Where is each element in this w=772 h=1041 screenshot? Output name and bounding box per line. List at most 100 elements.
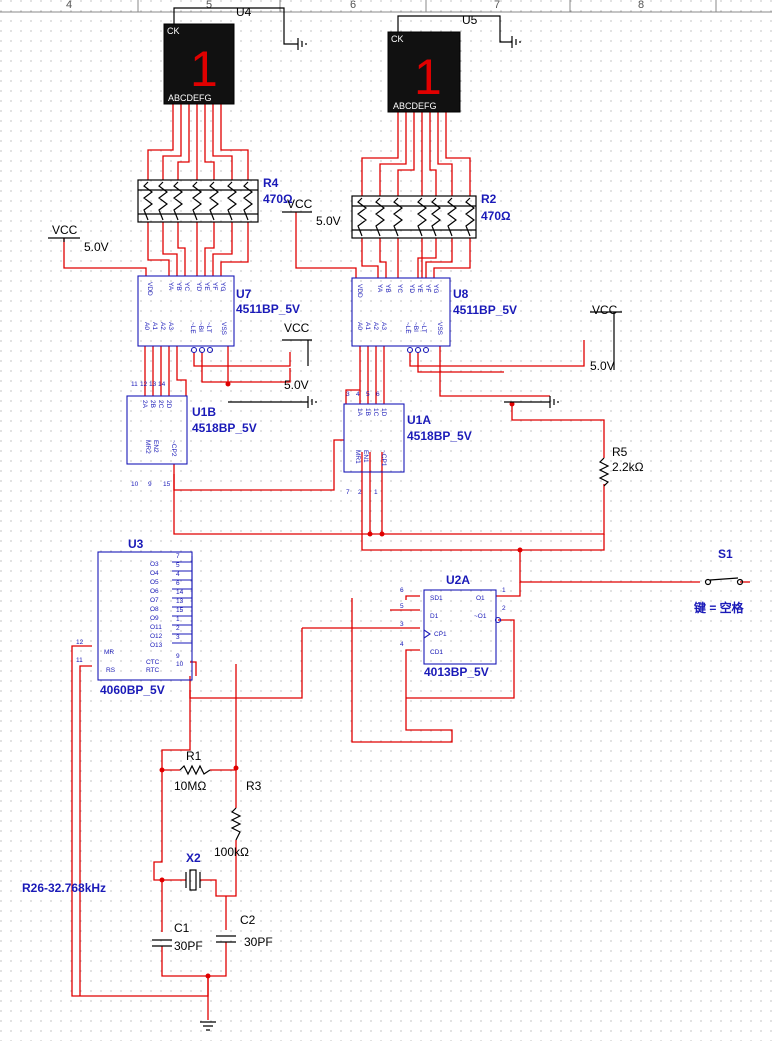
resistor-array-r4[interactable] <box>137 179 259 223</box>
resistor-r1[interactable] <box>179 764 211 776</box>
pin-label: 1D <box>380 408 387 417</box>
pin-number: 10 <box>131 481 139 488</box>
display-ref: U4 <box>236 5 252 19</box>
pin-number: 13 <box>149 381 157 388</box>
divider-ref: U3 <box>128 537 144 551</box>
pin-label: YB <box>384 284 391 293</box>
pin-label: O11 <box>150 624 162 631</box>
pin-label: ~LT <box>420 322 427 333</box>
divider-u3[interactable]: U3 O3 O4 O5 O6 O7 O8 O9 O11 O12 O13 7 5 … <box>76 537 193 681</box>
pin-label: ~LT <box>205 322 212 333</box>
pin-number: 7 <box>346 489 350 496</box>
capacitor-ref: C1 <box>174 921 190 935</box>
decoder-u7[interactable]: VDD YA YB YC YD YE YF YG A0 A1 A2 A3 ~LE… <box>137 275 235 354</box>
display-u4[interactable]: CK 1 ABCDEFG <box>163 23 235 105</box>
counter-u1b[interactable]: 11 12 13 14 2A 2B 2C 2D MR2 EN2 ~CP2 10 … <box>126 381 188 488</box>
capacitor-value: 30PF <box>244 935 273 949</box>
resistor-array-r2[interactable] <box>351 195 477 239</box>
pin-label: O7 <box>150 597 159 604</box>
resistor-value: 2.2kΩ <box>612 460 644 474</box>
display-pin-labels: ABCDEFG <box>168 93 212 103</box>
vcc-value: 5.0V <box>84 240 109 254</box>
pin-number: 4 <box>356 391 360 398</box>
pin-label: A0 <box>143 322 150 330</box>
decoder-u8[interactable]: VDD YA YB YC YD YE YF YG A0 A1 A2 A3 ~LE… <box>351 277 451 354</box>
pin-label: CP1 <box>434 631 447 638</box>
display-ref: U5 <box>462 13 478 27</box>
crystal-x2[interactable] <box>185 869 201 891</box>
switch-s1[interactable] <box>704 577 744 586</box>
pin-label: YE <box>416 284 423 293</box>
capacitor-value: 30PF <box>174 939 203 953</box>
pin-label: O12 <box>150 633 163 640</box>
pin-label: VDD <box>146 282 153 296</box>
pin-label: VDD <box>356 284 363 298</box>
pin-label: 1A <box>356 408 363 417</box>
pin-number: 6 <box>176 580 180 587</box>
pin-label: O3 <box>150 561 159 568</box>
display-digit: 1 <box>414 49 442 105</box>
pin-label: RTC <box>146 667 160 674</box>
display-pin-labels: ABCDEFG <box>393 101 437 111</box>
pin-number: 7 <box>176 553 180 560</box>
pin-label: ~BI <box>197 322 204 332</box>
display-u5[interactable]: CK 1 ABCDEFG <box>387 31 461 113</box>
pin-number: 13 <box>176 598 184 605</box>
pin-number: 10 <box>176 661 184 668</box>
pin-label: EN2 <box>152 440 159 453</box>
pin-label: O1 <box>476 595 485 602</box>
vcc-value: 5.0V <box>316 214 341 228</box>
capacitor-c1[interactable] <box>152 939 172 947</box>
counter-part: 4518BP_5V <box>407 429 472 443</box>
pin-number: 6 <box>400 587 404 594</box>
resistor-array-value: 470Ω <box>263 192 293 206</box>
pin-label: ~LE <box>404 322 411 334</box>
pin-label: O5 <box>150 579 159 586</box>
ground-symbol <box>228 396 317 408</box>
pin-label: ~CP1 <box>380 450 387 467</box>
pin-number: 2 <box>502 605 506 612</box>
vcc-value: 5.0V <box>590 359 615 373</box>
pin-label: A1 <box>364 322 371 330</box>
pin-number: 2 <box>358 489 362 496</box>
pin-number: 3 <box>400 621 404 628</box>
counter-u1a[interactable]: 3 4 5 6 1A 1B 1C 1D MR1 EN1 ~CP1 7 2 1 <box>343 391 405 496</box>
pin-label: ~BI <box>412 322 419 332</box>
pin-label: A1 <box>151 322 158 330</box>
pin-label: O8 <box>150 606 159 613</box>
resistor-array-ref: R4 <box>263 176 279 190</box>
pin-number: 3 <box>346 391 350 398</box>
pin-label: 1C <box>372 408 379 417</box>
resistor-r3[interactable] <box>230 807 242 841</box>
pin-number: 15 <box>163 481 171 488</box>
resistor-r5[interactable] <box>598 457 610 487</box>
crystal-label: R26-32.768kHz <box>22 881 106 895</box>
decoder-ref: U8 <box>453 287 469 301</box>
pin-label: 2D <box>165 400 172 409</box>
vcc-symbol <box>282 339 312 366</box>
decoder-part: 4511BP_5V <box>453 303 517 317</box>
flipflop-part: 4013BP_5V <box>424 665 489 679</box>
pin-number: 5 <box>176 562 180 569</box>
wiring <box>63 104 750 1020</box>
pin-label: YC <box>183 282 190 291</box>
capacitor-c2[interactable] <box>216 935 236 943</box>
pin-label: MR1 <box>354 450 361 464</box>
pin-label: YE <box>203 282 210 291</box>
ruler <box>0 0 772 13</box>
flipflop-u2a[interactable]: SD1 D1 CP1 CD1 O1 ~O1 6 5 3 4 1 2 <box>400 587 506 665</box>
pin-label: A3 <box>380 322 387 330</box>
pin-label: MR <box>104 649 114 656</box>
pin-number: 11 <box>76 657 83 664</box>
pin-label: RS <box>106 667 116 674</box>
pin-label: YA <box>376 284 383 293</box>
divider-part: 4060BP_5V <box>100 683 165 697</box>
capacitor-ref: C2 <box>240 913 256 927</box>
pin-number: 14 <box>176 589 184 596</box>
counter-ref: U1B <box>192 405 216 419</box>
pin-label: 2B <box>149 400 156 408</box>
resistor-array-value: 470Ω <box>481 209 511 223</box>
pin-label: O13 <box>150 642 163 649</box>
pin-label: 2C <box>157 400 164 409</box>
